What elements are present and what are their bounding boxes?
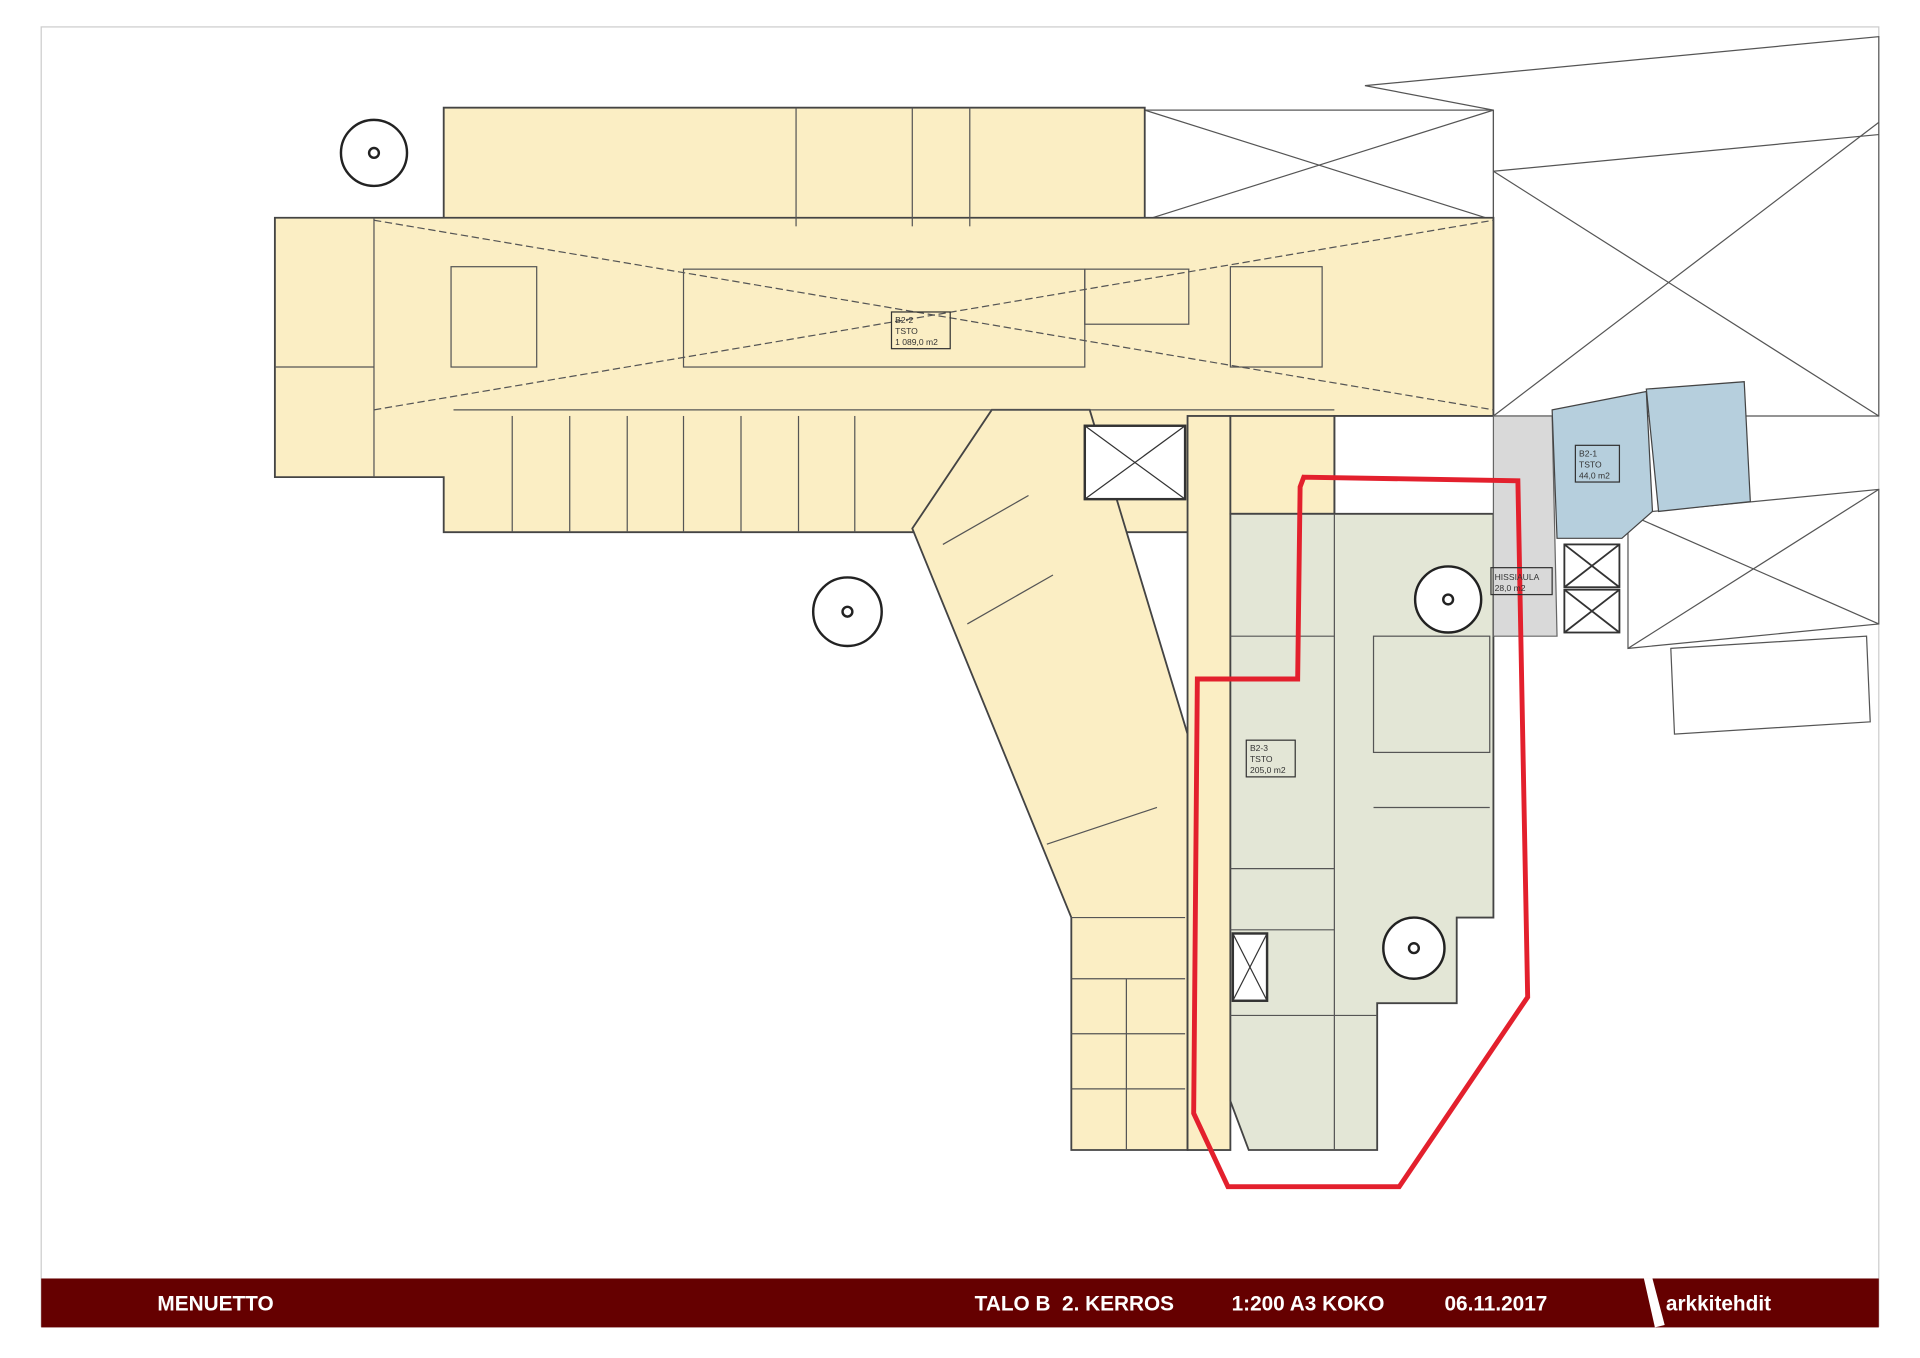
svg-text:B2-3: B2-3: [1250, 743, 1268, 753]
svg-text:HISSIAULA: HISSIAULA: [1495, 572, 1540, 582]
svg-text:1 089,0 m2: 1 089,0 m2: [895, 337, 938, 347]
leased-area-highlight: [1191, 474, 1531, 1190]
svg-text:TSTO: TSTO: [895, 326, 918, 336]
room-label-b2-2: B2-2 TSTO 1 089,0 m2: [890, 311, 951, 350]
lift-lobby-area: [1492, 415, 1558, 637]
office-area-b2-1-annex: [1645, 381, 1751, 513]
office-area-b2-1: [1551, 390, 1654, 539]
room-label-hissiaula: HISSIAULA 28,0 m2: [1490, 567, 1553, 596]
room-label-b2-3: B2-3 TSTO 205,0 m2: [1245, 739, 1296, 778]
b2-3-shaft: [1231, 932, 1269, 1002]
firm-logo: arkkitehdit: [1666, 1292, 1771, 1315]
spiral-stair-icons: [339, 118, 1483, 980]
building-floor: TALO B 2. KERROS: [975, 1292, 1174, 1315]
svg-text:205,0 m2: 205,0 m2: [1250, 765, 1286, 775]
logo-mark-icon: [1643, 1278, 1665, 1328]
room-label-b2-1: B2-1 TSTO 44,0 m2: [1574, 444, 1621, 483]
drawing-scale: 1:200 A3 KOKO: [1232, 1292, 1385, 1315]
office-partitions: [274, 107, 1494, 1151]
svg-text:TSTO: TSTO: [1579, 459, 1602, 469]
title-block-bar: [41, 1278, 1879, 1328]
b2-3-partitions: [1230, 513, 1491, 1151]
svg-text:B2-1: B2-1: [1579, 448, 1597, 458]
elevator-shaft: [1083, 424, 1187, 501]
project-name: MENUETTO: [157, 1292, 273, 1315]
svg-text:44,0 m2: 44,0 m2: [1579, 470, 1610, 480]
drawing-date: 06.11.2017: [1444, 1292, 1547, 1315]
lobby-lift-shafts: [1563, 543, 1621, 634]
svg-text:B2-2: B2-2: [895, 315, 913, 325]
svg-text:TSTO: TSTO: [1250, 754, 1273, 764]
svg-text:28,0 m2: 28,0 m2: [1495, 583, 1526, 593]
